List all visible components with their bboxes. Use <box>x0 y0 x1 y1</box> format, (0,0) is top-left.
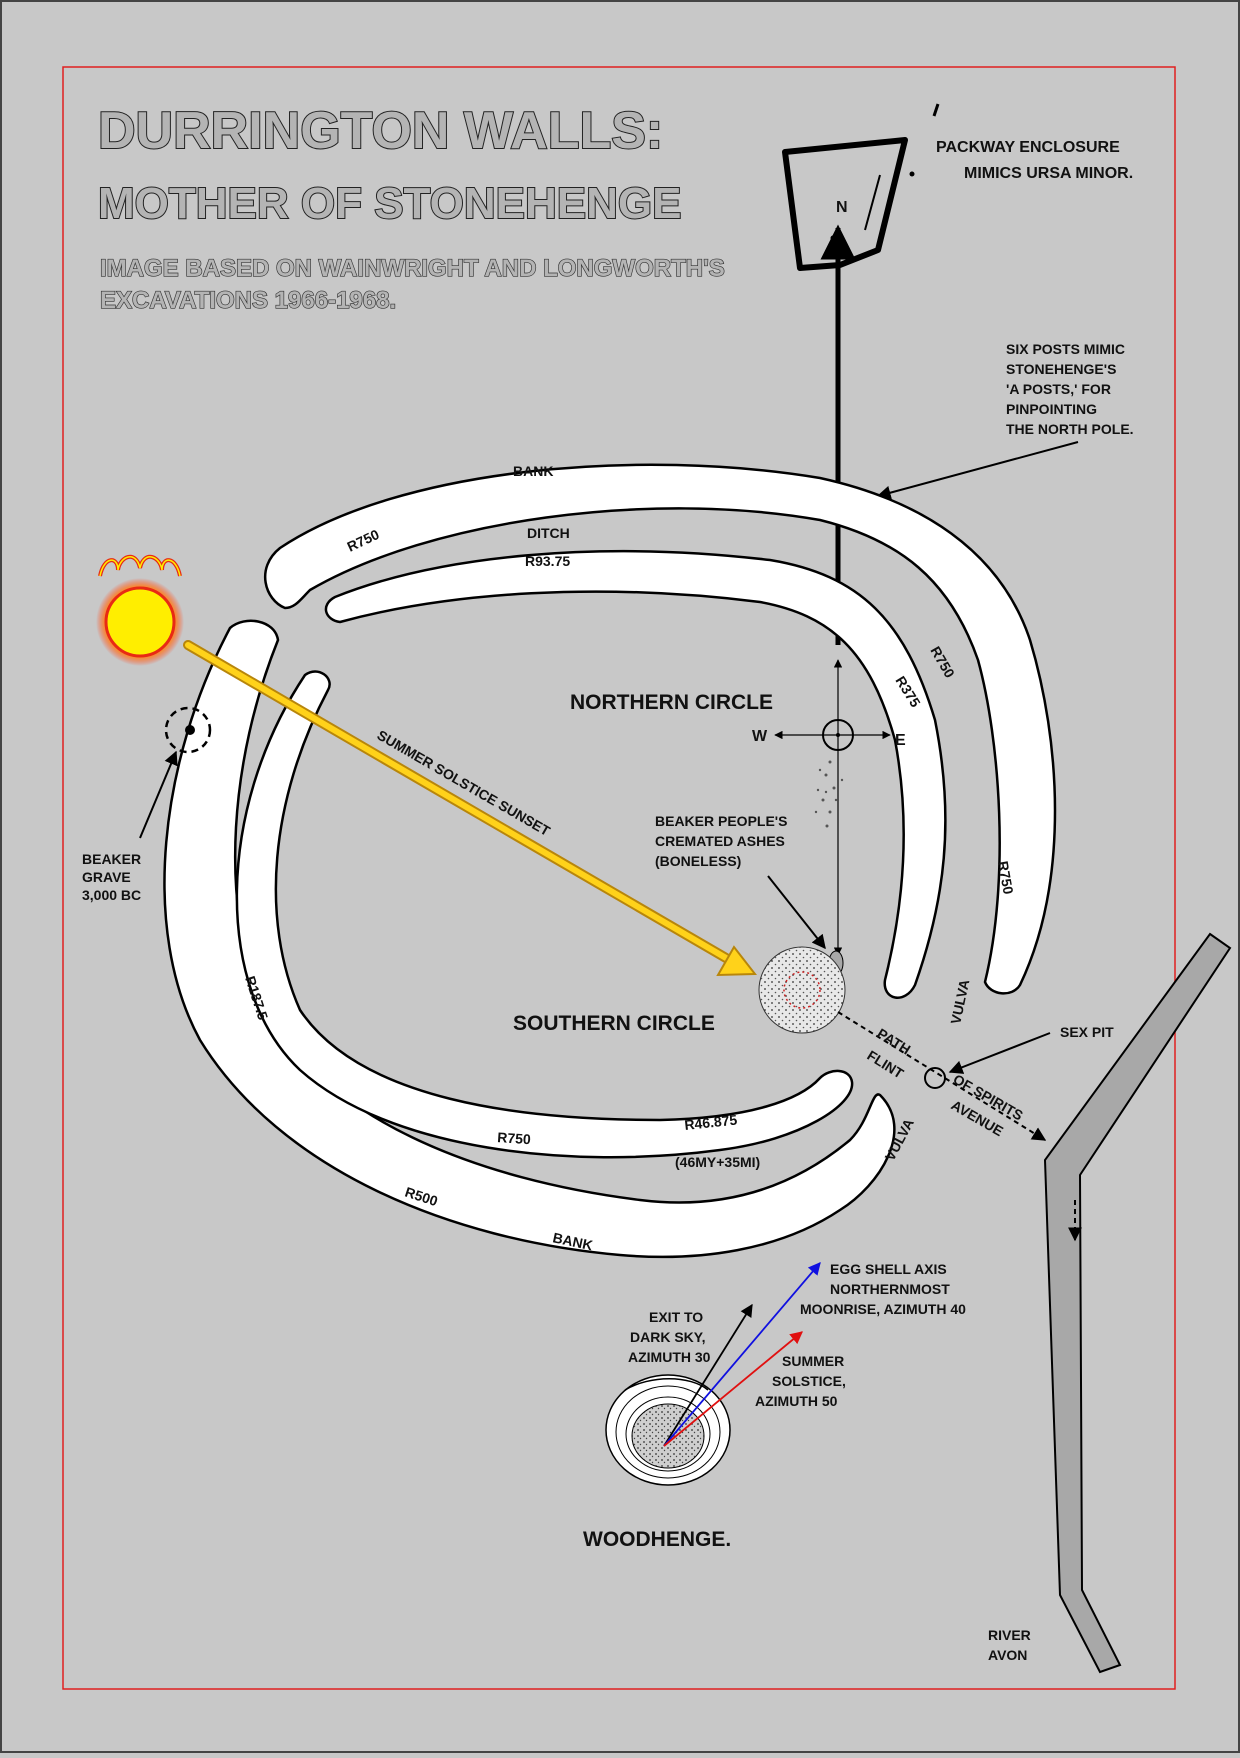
sex-pit-circle <box>924 1067 946 1089</box>
beaker-grave-label-1: BEAKER <box>82 851 141 867</box>
credit-line-2: EXCAVATIONS 1966-1968. <box>100 287 396 314</box>
egg-axis-label-2: NORTHERNMOST <box>830 1281 950 1297</box>
bank-top-label: BANK <box>513 463 553 479</box>
river-label-2: AVON <box>988 1647 1027 1663</box>
west-label: W <box>752 728 768 745</box>
ditch-label: DITCH <box>527 525 570 541</box>
credit-line-1: IMAGE BASED ON WAINWRIGHT AND LONGWORTH'… <box>100 255 725 282</box>
packway-label-2: MIMICS URSA MINOR. <box>964 165 1133 182</box>
sunset-arrow <box>183 640 758 977</box>
exit-label-1: EXIT TO <box>649 1309 703 1325</box>
exit-label-3: AZIMUTH 30 <box>628 1349 711 1365</box>
sun-icon <box>96 555 184 666</box>
six-posts-line-4: PINPOINTING <box>1006 401 1097 417</box>
summer-label-2: SOLSTICE, <box>772 1373 846 1389</box>
beaker-grave-ring <box>164 706 212 754</box>
r750-right2-label: R750 <box>995 860 1017 896</box>
beaker-ashes-label-2: CREMATED ASHES <box>655 833 785 849</box>
egg-axis-label-3: MOONRISE, AZIMUTH 40 <box>800 1301 966 1317</box>
summer-label-3: AZIMUTH 50 <box>755 1393 838 1409</box>
river-label-1: RIVER <box>988 1627 1031 1643</box>
r93-label: R93.75 <box>525 553 570 569</box>
beaker-grave-dot <box>185 725 195 735</box>
summer-solstice-axis <box>663 1331 803 1447</box>
moonrise-axis <box>663 1262 821 1447</box>
beaker-grave-label-2: GRAVE <box>82 869 131 885</box>
river-avon <box>1043 932 1232 1674</box>
r46-label: R46.875 <box>684 1112 739 1133</box>
flint-path-avenue <box>837 1011 1047 1141</box>
east-label: E <box>895 732 906 749</box>
north-marker-label: N <box>836 199 848 216</box>
outer-bank-top <box>263 463 1057 995</box>
beaker-ashes-label-3: (BONELESS) <box>655 853 741 869</box>
six-posts-line-2: STONEHENGE'S <box>1006 361 1116 377</box>
egg-axis-label-1: EGG SHELL AXIS <box>830 1261 947 1277</box>
six-posts-line-3: 'A POSTS,' FOR <box>1006 381 1111 397</box>
six-posts-pointer <box>876 441 1079 500</box>
my-mi-label: (46MY+35MI) <box>675 1154 760 1170</box>
inner-ditch-south <box>235 670 854 1159</box>
title-line-2: MOTHER OF STONEHENGE <box>98 179 681 228</box>
beaker-grave-label-3: 3,000 BC <box>82 887 141 903</box>
dark-sky-axis <box>663 1303 753 1447</box>
exit-label-2: DARK SKY, <box>630 1329 705 1345</box>
six-posts-line-1: SIX POSTS MIMIC <box>1006 341 1125 357</box>
beaker-ashes-pointer <box>767 875 826 950</box>
beaker-grave-pointer <box>139 750 178 839</box>
sex-pit-label: SEX PIT <box>1060 1024 1114 1040</box>
sex-pit-pointer <box>948 1032 1051 1074</box>
six-posts-note: SIX POSTS MIMIC STONEHENGE'S 'A POSTS,' … <box>1006 341 1134 437</box>
northern-circle-label: NORTHERN CIRCLE <box>570 691 773 714</box>
post-holes <box>814 760 844 828</box>
six-posts-line-5: THE NORTH POLE. <box>1006 421 1134 437</box>
southern-circle-inner <box>783 971 821 1009</box>
inner-ditch-top <box>324 550 947 999</box>
title-line-1: DURRINGTON WALLS: <box>98 102 663 160</box>
beaker-ashes-label-1: BEAKER PEOPLE'S <box>655 813 787 829</box>
southern-circle <box>758 946 846 1034</box>
packway-label-1: PACKWAY ENCLOSURE <box>936 139 1120 156</box>
woodhenge-label: WOODHENGE. <box>583 1528 731 1551</box>
r750-bottom-label: R750 <box>497 1129 532 1147</box>
southern-circle-label: SOUTHERN CIRCLE <box>513 1012 715 1035</box>
red-frame <box>62 66 1176 1690</box>
summer-label-1: SUMMER <box>782 1353 844 1369</box>
